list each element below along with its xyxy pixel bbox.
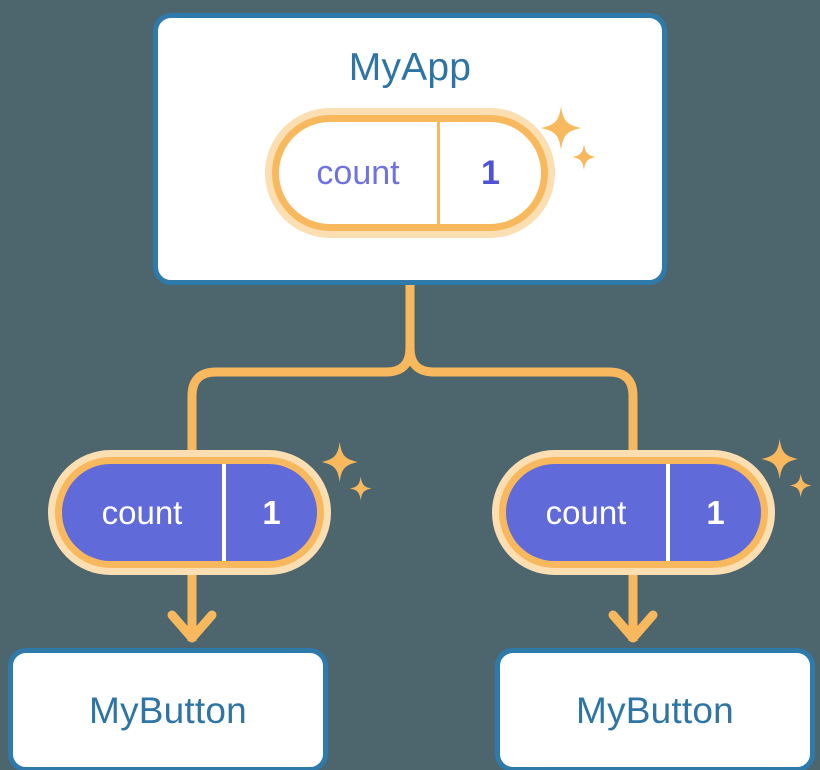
state-pill-key: count — [545, 493, 627, 531]
component-card-mybutton-left[interactable]: MyButton — [8, 648, 328, 770]
component-card-title: MyButton — [89, 689, 247, 731]
component-card-mybutton-right[interactable]: MyButton — [495, 648, 815, 770]
arrow-down-icon-right — [608, 610, 658, 643]
state-pill-value: 1 — [706, 493, 725, 531]
state-pill-divider — [222, 464, 226, 561]
state-pill-button-right[interactable]: count 1 — [492, 450, 775, 575]
state-pill-value: 1 — [481, 153, 500, 192]
state-pill-divider — [666, 464, 670, 561]
state-pill-value: 1 — [262, 493, 281, 531]
state-pill-body: count 1 — [279, 122, 541, 224]
state-pill-body: count 1 — [62, 464, 317, 561]
state-pill-myapp[interactable]: count 1 — [265, 108, 555, 238]
state-pill-divider — [437, 122, 440, 224]
component-card-title: MyApp — [348, 46, 472, 89]
state-pill-key: count — [316, 153, 400, 192]
state-pill-key: count — [101, 493, 183, 531]
connector-branch-left — [187, 343, 415, 455]
connector-branch-right — [405, 343, 638, 455]
arrow-down-icon-left — [167, 610, 217, 643]
component-card-title: MyButton — [576, 689, 734, 731]
state-pill-button-left[interactable]: count 1 — [48, 450, 331, 575]
state-pill-body: count 1 — [506, 464, 761, 561]
